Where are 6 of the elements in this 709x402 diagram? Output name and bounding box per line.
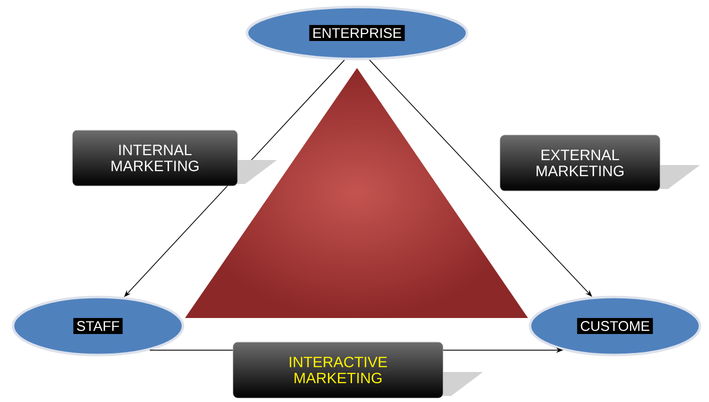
edge-label: INTERACTIVE MARKETING: [232, 342, 444, 398]
ellipse-node: CUSTOME: [528, 296, 702, 356]
ellipse-node: ENTERPRISE: [246, 6, 468, 60]
edge-label: INTERNAL MARKETING: [72, 130, 238, 186]
edge-label: EXTERNAL MARKETING: [500, 134, 660, 192]
ellipse-node: STAFF: [12, 296, 184, 356]
